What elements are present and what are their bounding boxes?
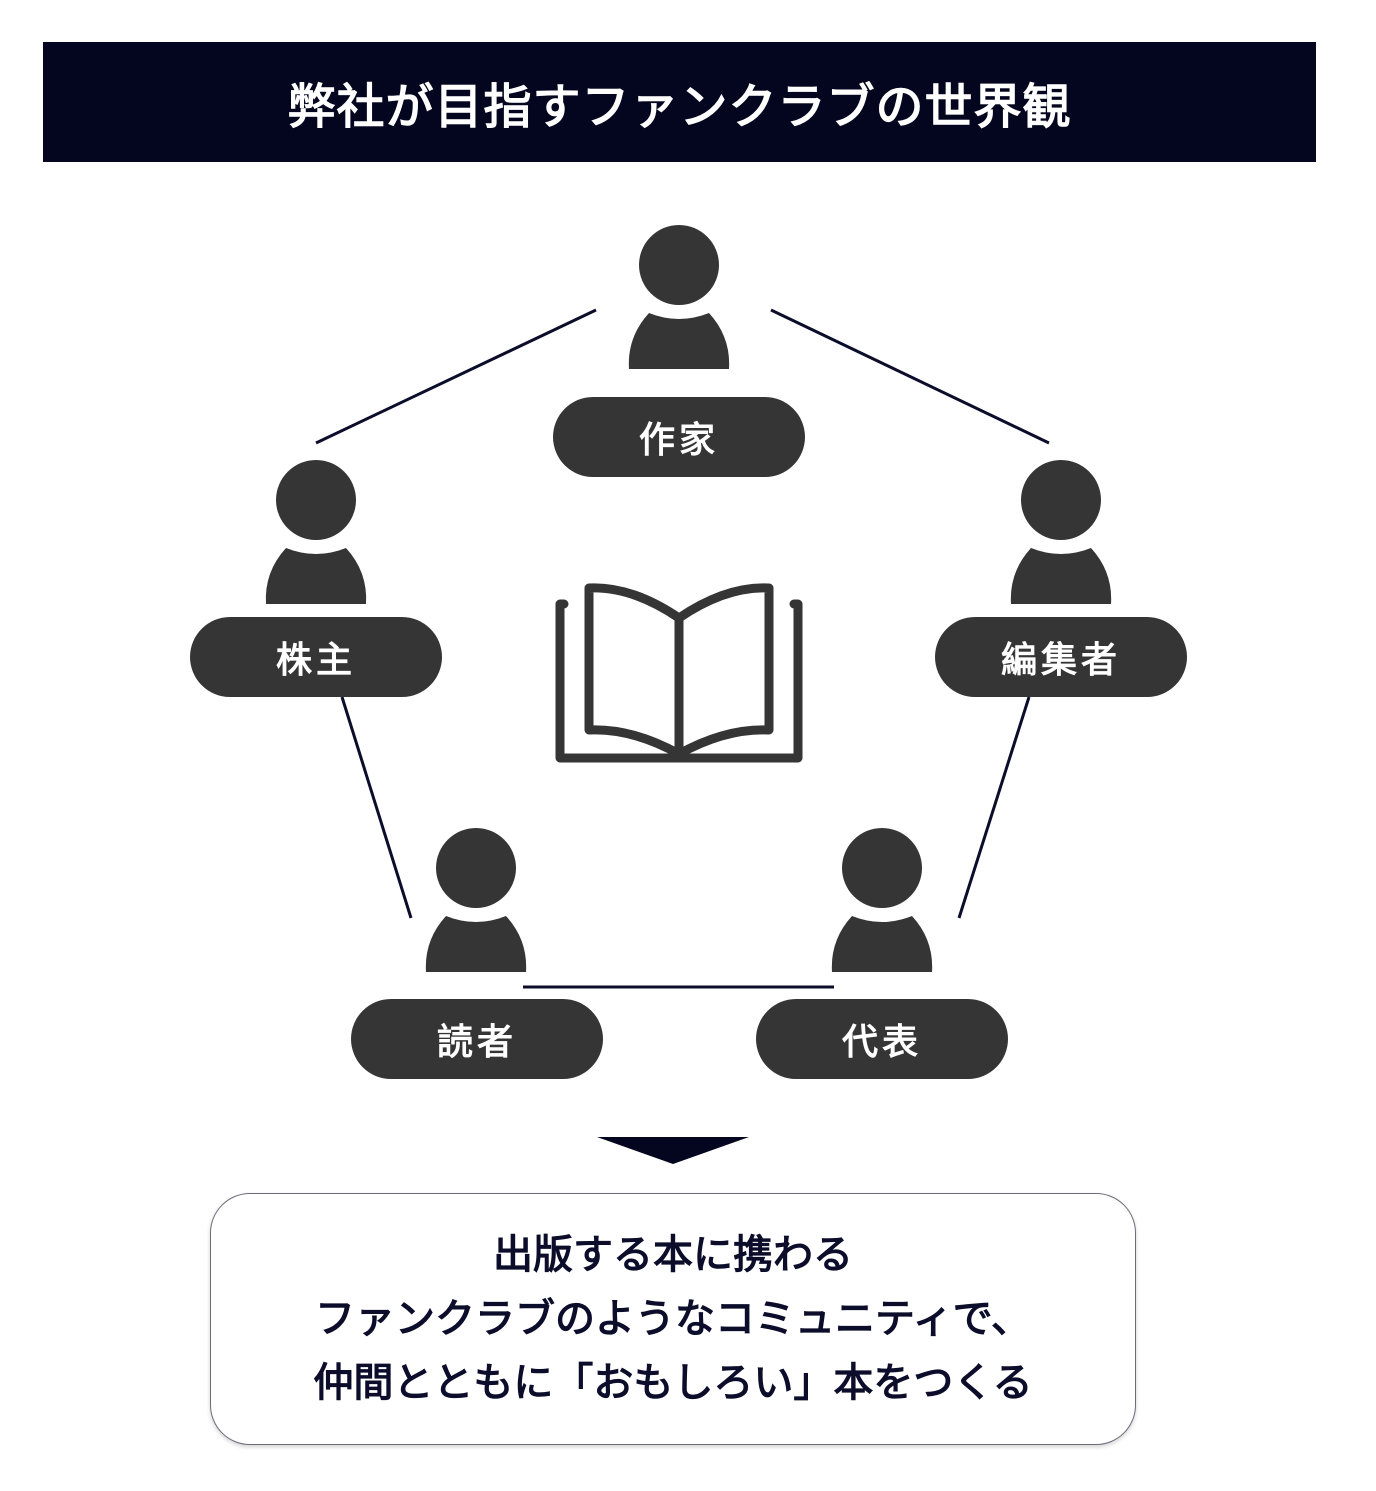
connector-author-editor bbox=[770, 308, 1050, 445]
role-label: 編集者 bbox=[1000, 640, 1121, 681]
page-title: 弊社が目指すファンクラブの世界観 bbox=[287, 79, 1072, 135]
role-reader-pill: 読者 bbox=[351, 999, 603, 1079]
person-icon bbox=[265, 460, 367, 604]
role-label: 読者 bbox=[436, 1022, 517, 1063]
down-arrow-icon bbox=[597, 1137, 749, 1164]
connector-editor-representative bbox=[957, 696, 1031, 919]
role-author-pill: 作家 bbox=[553, 397, 805, 477]
person-icon bbox=[1010, 460, 1112, 604]
person-icon bbox=[831, 828, 933, 972]
role-label: 株主 bbox=[275, 640, 356, 681]
summary-line: 出版する本に携わる bbox=[493, 1232, 853, 1278]
role-label: 作家 bbox=[638, 420, 719, 461]
person-icon bbox=[628, 225, 730, 369]
person-icon bbox=[425, 828, 527, 972]
connector-author-shareholder bbox=[315, 308, 597, 445]
role-shareholder-pill: 株主 bbox=[190, 617, 442, 697]
summary-line: 仲間とともに「おもしろい」本をつくる bbox=[313, 1360, 1033, 1406]
title-banner: 弊社が目指すファンクラブの世界観 bbox=[43, 42, 1316, 162]
role-label: 代表 bbox=[841, 1022, 922, 1063]
open-book-icon bbox=[555, 583, 803, 763]
connector-shareholder-reader bbox=[340, 696, 413, 919]
summary-box: 出版する本に携わる ファンクラブのようなコミュニティで、 仲間とともに「おもしろ… bbox=[210, 1193, 1136, 1445]
role-editor-pill: 編集者 bbox=[935, 617, 1187, 697]
summary-line: ファンクラブのようなコミュニティで、 bbox=[315, 1296, 1031, 1342]
role-representative-pill: 代表 bbox=[756, 999, 1008, 1079]
